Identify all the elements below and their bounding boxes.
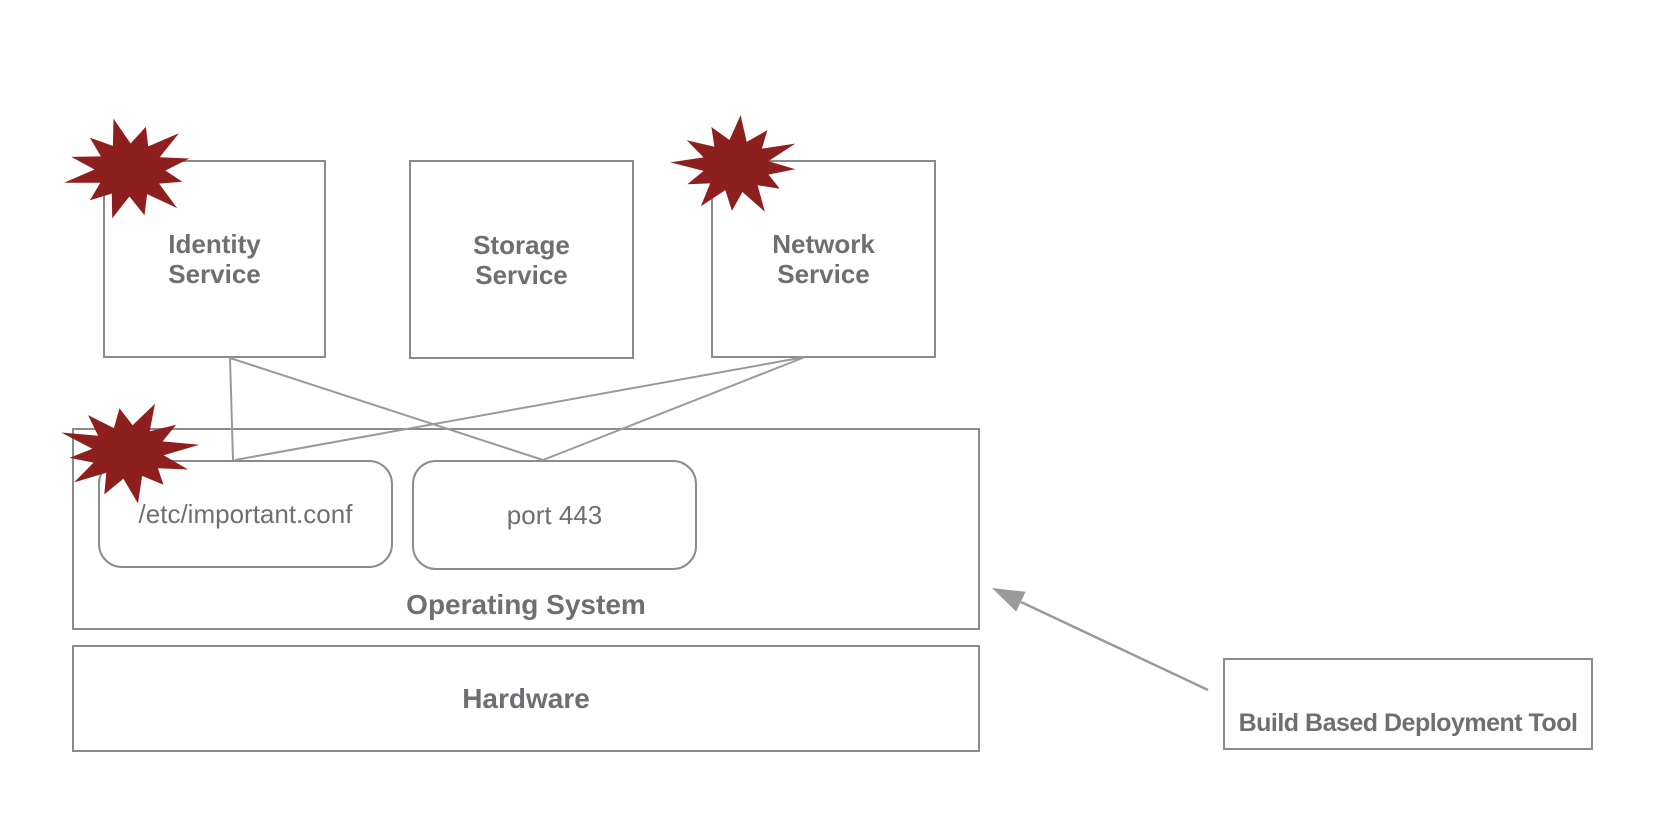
deployment-tool-box: Build Based Deployment Tool: [1223, 658, 1593, 750]
config-file-box: /etc/important.conf: [98, 460, 393, 568]
service-box-storage: Storage Service: [409, 160, 634, 359]
service-box-identity: Identity Service: [103, 160, 326, 358]
service-label-identity-line1: Identity: [168, 229, 261, 259]
config-file-label: /etc/important.conf: [138, 498, 353, 529]
deploy-arrow-head-icon: [992, 588, 1026, 612]
service-box-network: Network Service: [711, 160, 936, 358]
service-label-identity-line2: Service: [168, 259, 261, 289]
hardware-box: Hardware: [72, 645, 980, 752]
deploy-arrow-shaft: [1020, 600, 1209, 692]
service-label-network-line2: Service: [777, 259, 870, 289]
service-label-network-line1: Network: [772, 229, 875, 259]
port-label: port 443: [506, 499, 603, 530]
hardware-label: Hardware: [462, 682, 590, 714]
port-box: port 443: [412, 460, 697, 570]
deployment-tool-label: Build Based Deployment Tool: [1238, 709, 1578, 737]
operating-system-label: Operating System: [406, 589, 646, 620]
service-label-storage-line1: Storage: [473, 229, 570, 260]
service-label-storage-line2: Service: [475, 259, 568, 290]
